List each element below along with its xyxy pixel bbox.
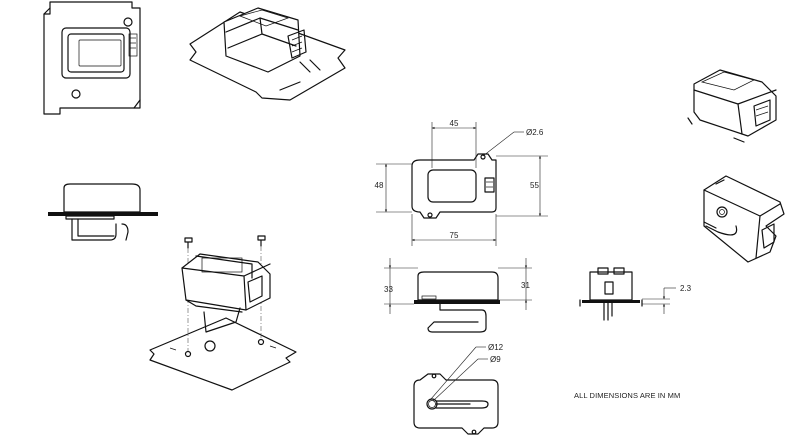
units-note: ALL DIMENSIONS ARE IN MM [574,391,680,400]
dim-bottom-width: 75 [450,231,459,240]
dim-left-height: 48 [375,181,384,190]
dim-top-width: 45 [450,119,459,128]
dim-side-left-height: 33 [384,285,393,294]
dim-hole-diameter: Ø2.6 [526,128,544,137]
end-view-plate-thickness: 2.3 [579,267,692,321]
top-view-on-square-plate [43,1,141,115]
dimensioned-side-view: 33 31 [384,258,532,333]
dimensioned-top-view: 45 Ø2.6 48 55 75 [375,119,548,246]
side-view-with-wires [48,183,158,241]
dim-plate-thickness: 2.3 [680,284,692,293]
isometric-view-mounted [189,7,346,101]
dim-inner-diameter: Ø9 [490,355,501,364]
dim-outer-diameter: Ø12 [488,343,504,352]
dim-right-height: 55 [530,181,539,190]
bottom-view-hole-detail: Ø12 Ø9 [413,343,504,435]
isometric-view-front [687,69,777,143]
exploded-assembly-view [149,235,297,391]
dim-side-right-height: 31 [521,281,530,290]
isometric-view-underside [703,175,785,263]
